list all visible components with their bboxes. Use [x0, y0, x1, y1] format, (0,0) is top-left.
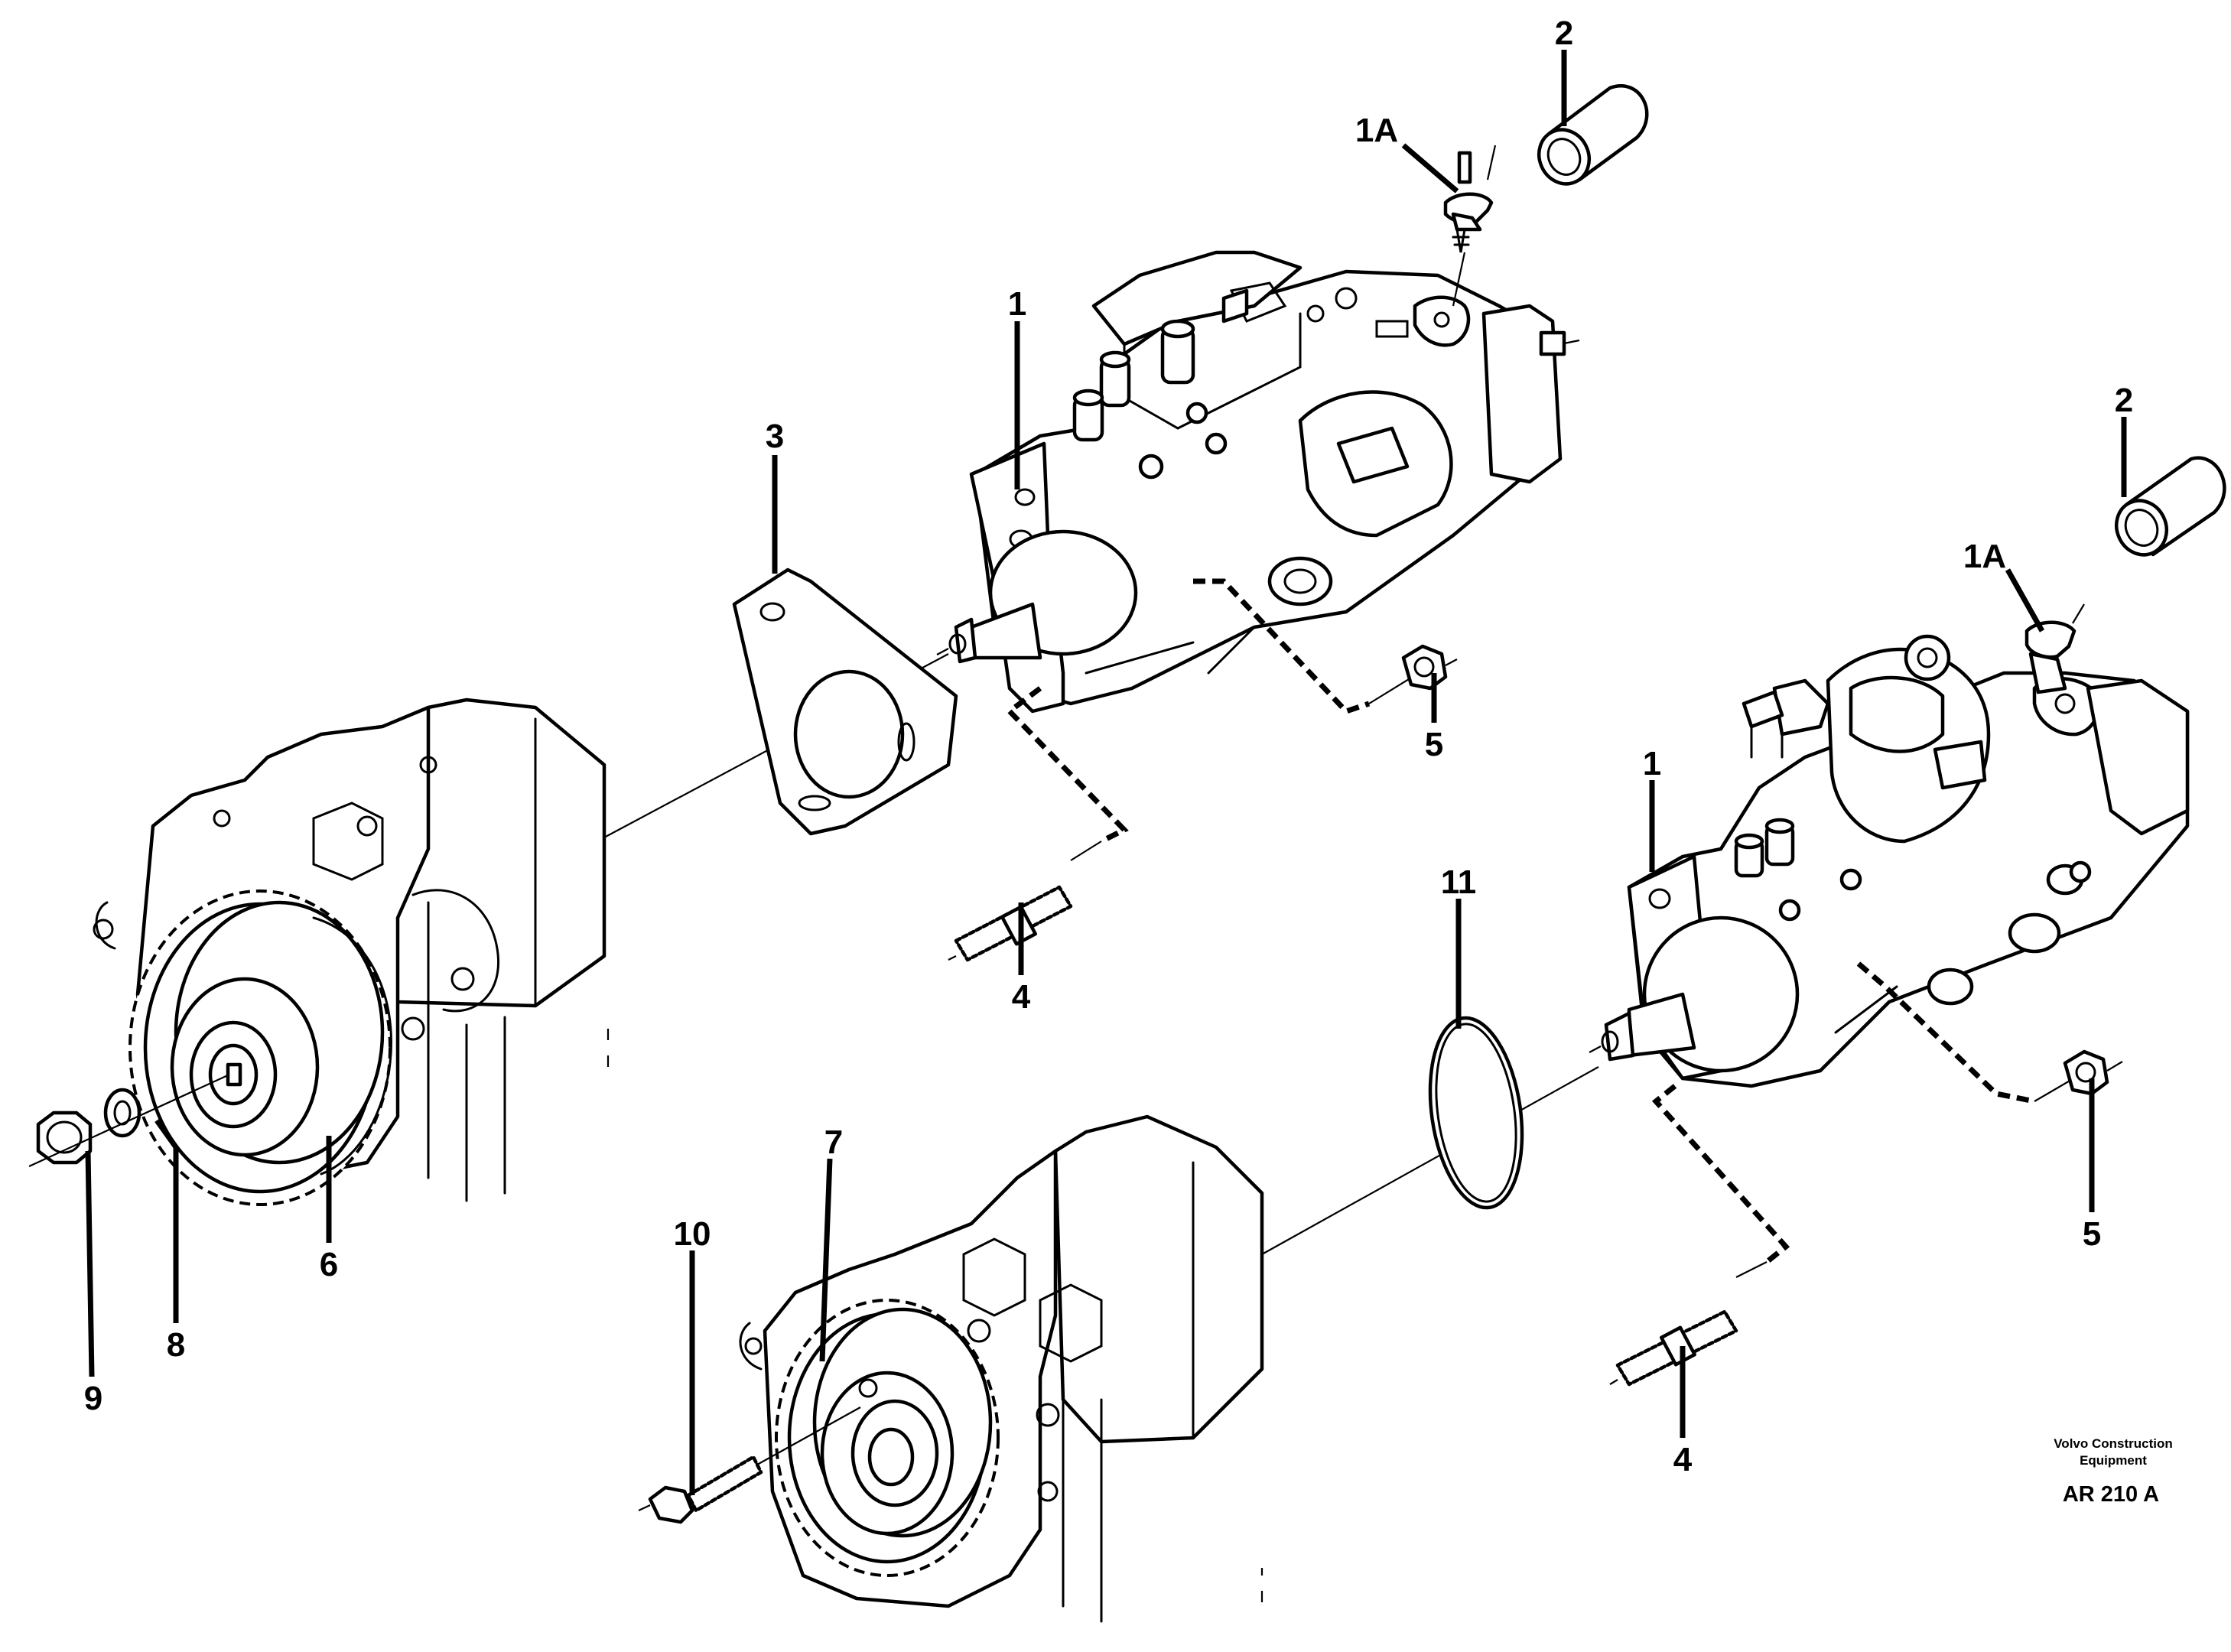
lower-sensor-1A	[2024, 603, 2085, 694]
callout-4-upper: 4	[1012, 978, 1031, 1016]
upper-stud-4	[948, 885, 1073, 962]
gasket-3	[732, 567, 958, 836]
callout-10: 10	[674, 1215, 711, 1253]
lower-shaft-axis	[1261, 1066, 1599, 1255]
stamp-brand-line2: Equipment	[2080, 1453, 2147, 1468]
callout-9: 9	[84, 1380, 102, 1417]
callout-labels: 1 3 1A 2 2 1A 1 4 5 5 4 11 6 8 9 7 10	[84, 15, 2133, 1478]
manufacturer-stamp: Volvo Construction Equipment AR 210 A	[2054, 1436, 2173, 1507]
stamp-code: AR 210 A	[2063, 1482, 2159, 1507]
callout-7: 7	[824, 1124, 843, 1161]
upper-flange-nut-5	[1401, 644, 1458, 691]
callout-3: 3	[766, 418, 784, 455]
callout-2-upper: 2	[1555, 15, 1573, 52]
callout-6: 6	[320, 1246, 338, 1283]
upper-stud-line	[1070, 841, 1102, 861]
callout-leaders	[85, 50, 2127, 1495]
lower-wire-to-stud	[1651, 1084, 1790, 1264]
upper-sleeve-2	[1537, 84, 1649, 186]
callout-1A-lower: 1A	[1963, 538, 2006, 575]
lower-bolt-10	[638, 1406, 861, 1524]
upper-sensor-1A	[1443, 145, 1497, 307]
upper-nut-and-washer	[28, 1073, 230, 1168]
callout-11: 11	[1441, 863, 1477, 901]
lower-timing-gear	[775, 1299, 1000, 1577]
lower-stud-4	[1609, 1309, 1738, 1387]
upper-wire-to-nut	[1193, 578, 1371, 715]
callout-5-upper: 5	[1425, 726, 1443, 763]
callout-5-lower: 5	[2083, 1215, 2101, 1253]
o-ring-11	[1428, 1016, 1524, 1210]
callout-4-lower: 4	[1673, 1441, 1693, 1478]
lower-stud-line	[1735, 1261, 1768, 1278]
callout-8: 8	[167, 1326, 185, 1364]
lower-flange-nut-5	[2063, 1049, 2123, 1096]
lower-injection-pump	[1589, 634, 2190, 1088]
callout-1A-upper: 1A	[1355, 112, 1398, 149]
upper-timing-gear	[128, 889, 392, 1206]
stamp-brand-line1: Volvo Construction	[2054, 1436, 2173, 1451]
lower-sleeve-2	[2114, 456, 2226, 557]
upper-wire-to-stud	[1005, 686, 1129, 844]
callout-2-lower: 2	[2115, 382, 2133, 419]
upper-injection-pump	[936, 250, 1580, 714]
callout-1-upper: 1	[1008, 285, 1026, 323]
callout-1-lower: 1	[1643, 745, 1661, 782]
